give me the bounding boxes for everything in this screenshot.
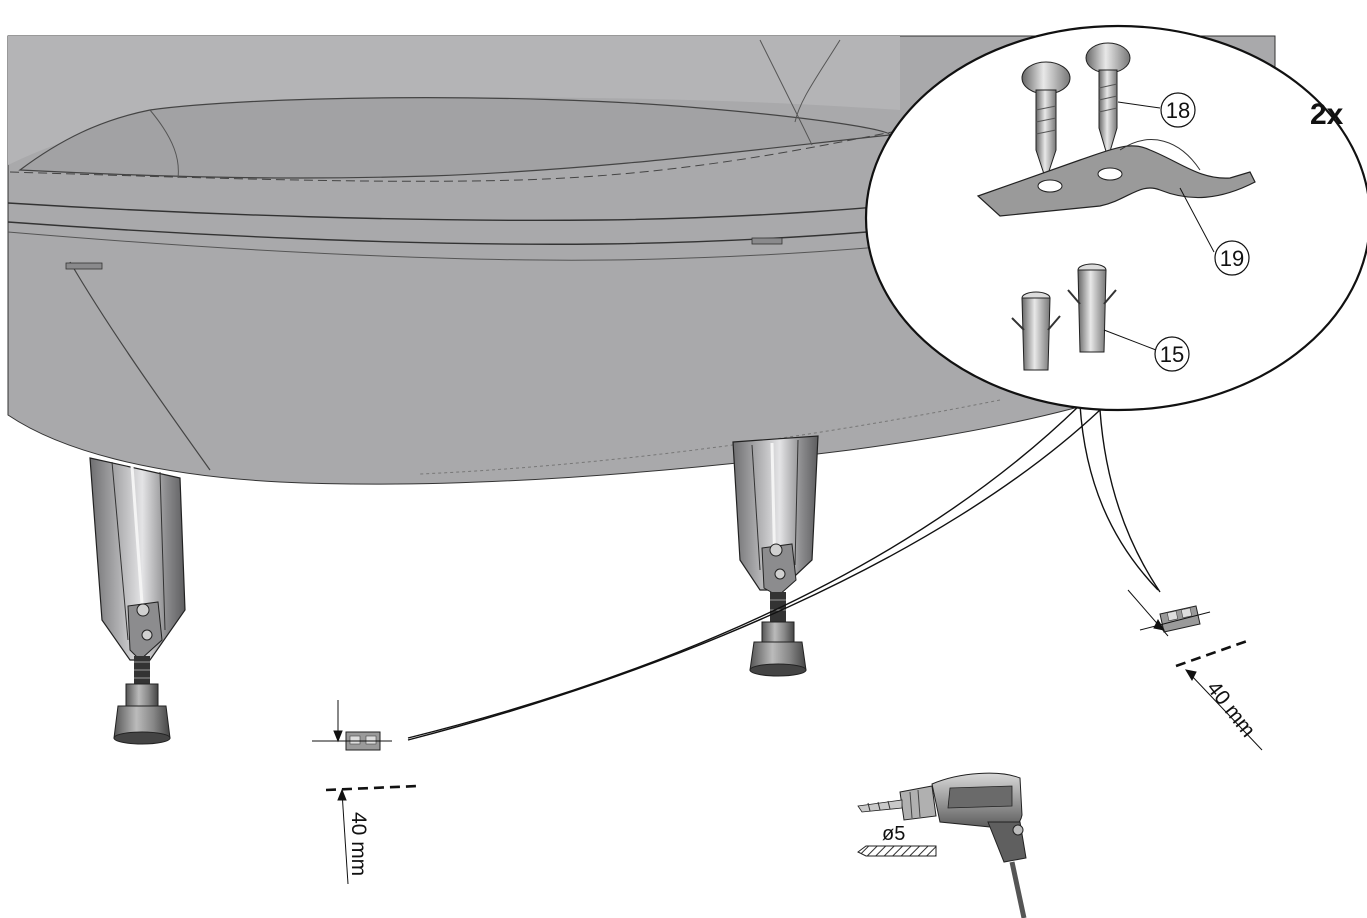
leader-lines bbox=[407, 404, 1161, 741]
adjustable-foot-middle bbox=[749, 592, 807, 677]
screw-icon bbox=[1021, 42, 1131, 182]
support-leg-middle bbox=[732, 435, 819, 597]
quantity-multiplier: 2x bbox=[1310, 98, 1344, 131]
dimension-left bbox=[312, 700, 419, 885]
drill-bit-size: ø5 bbox=[882, 823, 905, 845]
drill-icon bbox=[899, 772, 1027, 918]
dimension-right bbox=[1127, 589, 1263, 751]
support-leg-left bbox=[89, 457, 186, 661]
bracket-icon bbox=[976, 139, 1256, 217]
wall-plug-icon bbox=[1011, 263, 1117, 371]
callout-15: 15 bbox=[1154, 336, 1190, 372]
callout-19: 19 bbox=[1214, 240, 1250, 276]
callout-15-number: 15 bbox=[1160, 342, 1184, 367]
callout-18-number: 18 bbox=[1166, 98, 1190, 123]
callout-18: 18 bbox=[1160, 92, 1196, 128]
adjustable-foot-left bbox=[113, 656, 171, 745]
parts-inset bbox=[864, 24, 1367, 412]
drill-bit-icon bbox=[857, 799, 937, 857]
mounting-clip-right bbox=[1159, 605, 1201, 633]
dimension-right-label: 40 mm bbox=[1202, 677, 1260, 742]
dimension-left-label: 40 mm bbox=[347, 812, 370, 876]
callout-19-number: 19 bbox=[1220, 246, 1244, 271]
